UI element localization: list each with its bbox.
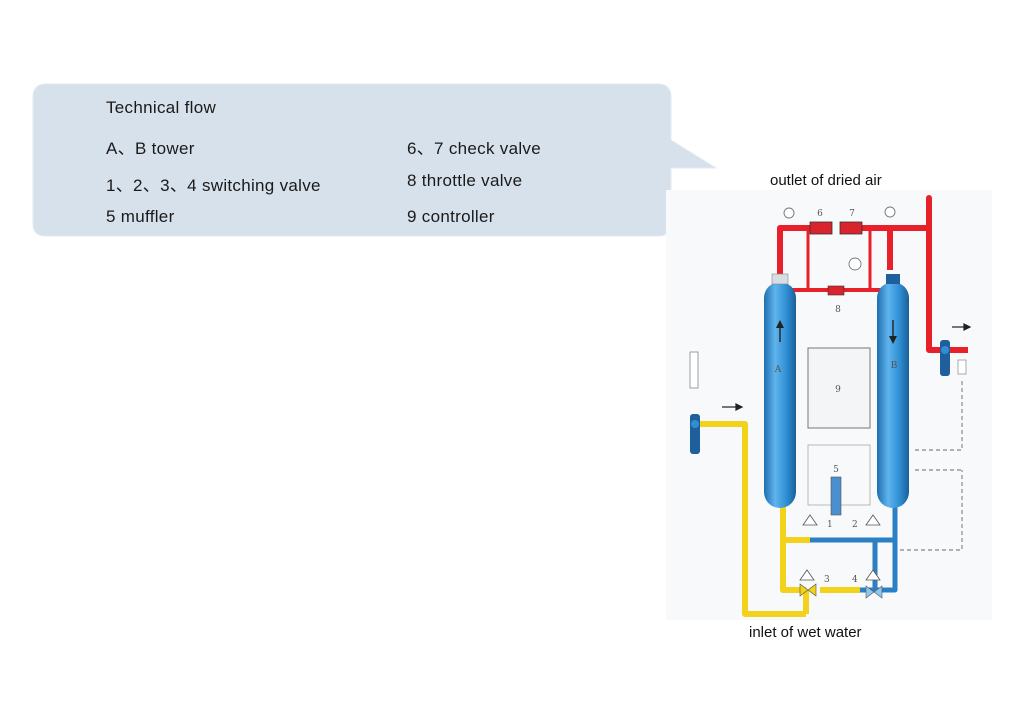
- tower-a: A: [764, 273, 796, 508]
- legend-item-controller: 9 controller: [407, 207, 495, 226]
- pressure-gauges: [783, 206, 896, 271]
- valve-label-3: 3: [824, 575, 830, 585]
- outlet-fitting: [940, 340, 967, 376]
- muffler-label: 5: [833, 465, 839, 475]
- legend-item-check-valves: 6、7 check valve: [407, 139, 541, 158]
- legend-item-muffler: 5 muffler: [106, 207, 175, 226]
- valve-label-4: 4: [852, 575, 858, 585]
- callout-shape: [32, 83, 718, 237]
- outlet-caption: outlet of dried air: [770, 172, 882, 189]
- legend-item-throttle-valve: 8 throttle valve: [407, 171, 523, 190]
- legend-item-switching-valves: 1、2、3、4 switching valve: [106, 176, 321, 195]
- check-valves: 6 7: [809, 209, 863, 235]
- valve-label-2: 2: [852, 520, 858, 530]
- flow-arrows: [722, 323, 972, 411]
- switching-valve-4: 4: [852, 569, 883, 599]
- valve-label-1: 1: [827, 520, 833, 530]
- control-lines: [900, 380, 963, 551]
- legend-title: Technical flow: [106, 98, 217, 117]
- throttle-valve: 8: [827, 285, 845, 315]
- switching-valve-3: 3: [799, 569, 830, 597]
- inlet-fitting: [689, 351, 700, 454]
- valve-label-6: 6: [817, 209, 823, 219]
- valve-label-8: 8: [835, 305, 841, 315]
- valve-label-7: 7: [849, 209, 855, 219]
- inlet-caption: inlet of wet water: [749, 624, 862, 641]
- controller-label: 9: [835, 385, 841, 395]
- switching-valve-1: 1: [802, 514, 833, 530]
- tower-b-label: B: [891, 361, 898, 371]
- switching-valve-2: 2: [852, 514, 881, 530]
- tower-b: B: [877, 274, 909, 508]
- muffler: 5: [830, 465, 842, 516]
- switching-valves: 1 2 3 4: [799, 514, 883, 599]
- controller: 9: [807, 347, 871, 506]
- tower-a-label: A: [774, 365, 782, 375]
- legend-item-towers: A、B tower: [106, 139, 195, 158]
- wet-air-piping: [696, 421, 860, 617]
